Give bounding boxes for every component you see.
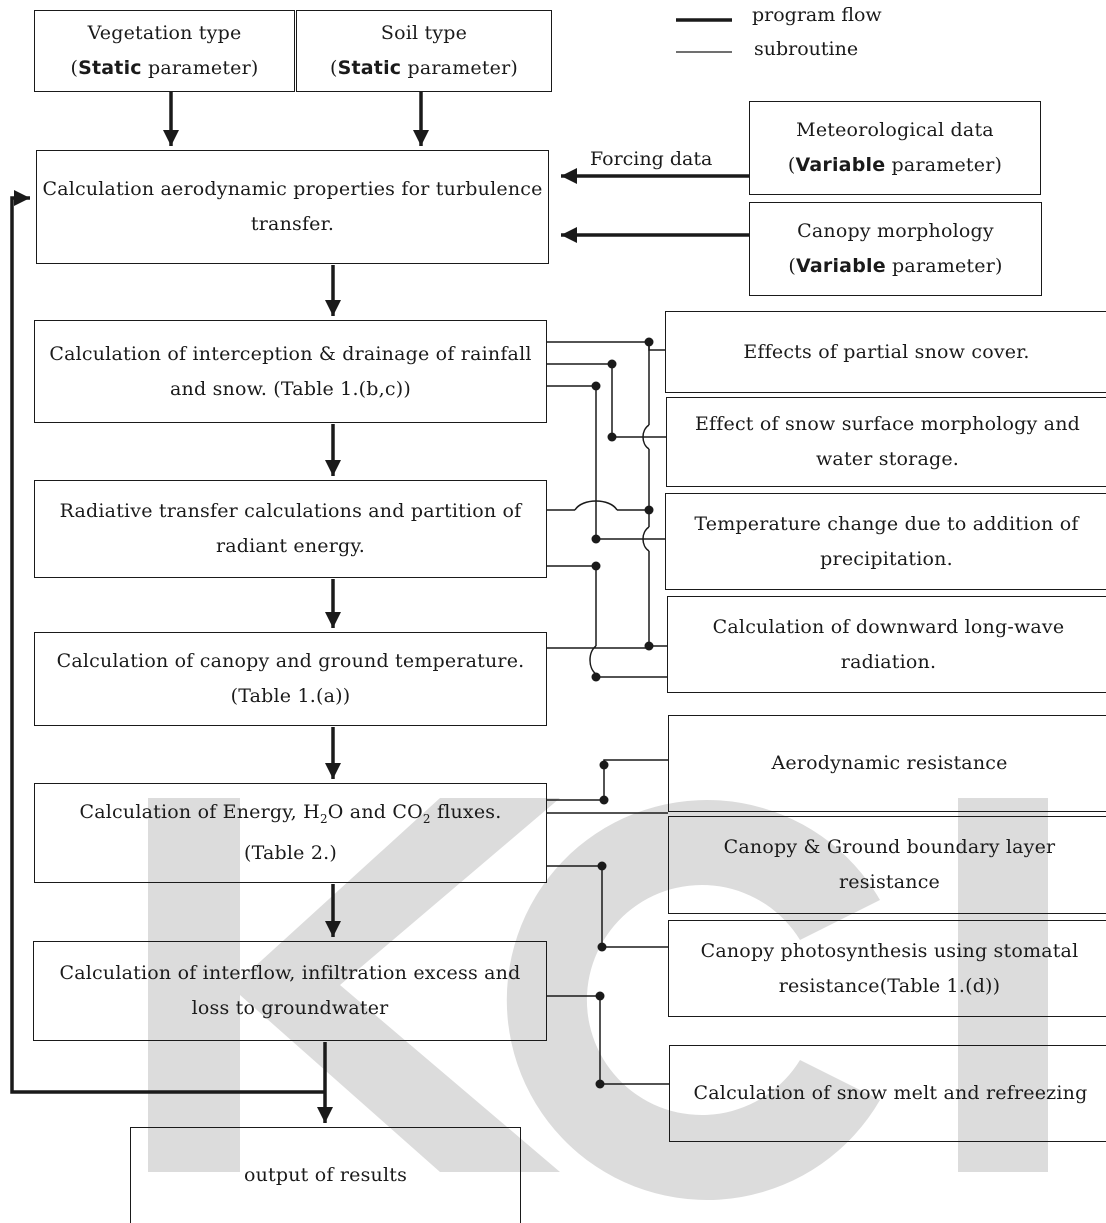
radiative-line1: Radiative transfer calculations and part… (59, 500, 522, 522)
soil-param: (Static parameter) (329, 57, 519, 79)
canopy-ground-temperature-step: Calculation of canopy and ground tempera… (34, 632, 547, 726)
boundary-line1: Canopy & Ground boundary layer (723, 836, 1056, 858)
aero-line2: transfer. (250, 213, 335, 235)
canopy-morphology-param: (Variable parameter) (788, 255, 1003, 277)
output-results-box: output of results (130, 1127, 521, 1223)
intercept-line1: Calculation of interception & drainage o… (49, 342, 532, 365)
aero-res-line1: Aerodynamic resistance (771, 752, 1008, 774)
legend-subroutine-label: subroutine (754, 38, 859, 60)
aerodynamic-resistance-subroutine: Aerodynamic resistance (668, 715, 1106, 812)
snow-morph-line1: Effect of snow surface morphology and (694, 413, 1081, 435)
canopy-morphology-box: Canopy morphology (Variable parameter) (749, 202, 1042, 296)
photosyn-line2: resistance(Table 1.(d)) (778, 974, 1001, 997)
output-line1: output of results (243, 1164, 408, 1186)
meteorological-data-box: Meteorological data (Variable parameter) (749, 101, 1041, 195)
photosynthesis-subroutine: Canopy photosynthesis using stomatal res… (668, 920, 1106, 1017)
temp-change-line1: Temperature change due to addition of (694, 512, 1079, 535)
energy-fluxes-step: Calculation of Energy, H2O and CO2 fluxe… (34, 783, 547, 883)
interflow-line1: Calculation of interflow, infiltration e… (59, 962, 521, 984)
temperature-line1: Calculation of canopy and ground tempera… (56, 650, 525, 672)
partial-snow-cover-subroutine: Effects of partial snow cover. (665, 311, 1106, 393)
meteorological-variable-label: Variable (795, 154, 886, 176)
interception-drainage-step: Calculation of interception & drainage o… (34, 320, 547, 423)
snow-cover-line1: Effects of partial snow cover. (743, 340, 1030, 363)
snowmelt-line1: Calculation of snow melt and refreezing (693, 1082, 1088, 1104)
soil-type-box: Soil type (Static parameter) (296, 10, 552, 92)
snow-surface-morphology-subroutine: Effect of snow surface morphology and wa… (666, 397, 1106, 487)
fluxes-line1: Calculation of Energy, H2O and CO2 fluxe… (79, 800, 502, 826)
snow-morph-line2: water storage. (815, 448, 960, 470)
longwave-line1: Calculation of downward long-wave (712, 615, 1065, 638)
longwave-line2: radiation. (840, 650, 937, 673)
boundary-line2: resistance (839, 871, 940, 893)
vegetation-title: Vegetation type (87, 22, 242, 44)
canopy-morphology-title: Canopy morphology (797, 220, 994, 242)
interflow-line2: loss to groundwater (191, 997, 389, 1019)
vegetation-param: (Static parameter) (70, 57, 259, 79)
interflow-step: Calculation of interflow, infiltration e… (33, 941, 547, 1041)
vegetation-type-box: Vegetation type (Static parameter) (34, 10, 295, 92)
meteorological-param: (Variable parameter) (787, 154, 1003, 176)
canopy-morphology-variable-label: Variable (796, 255, 886, 277)
longwave-radiation-subroutine: Calculation of downward long-wave radiat… (667, 596, 1106, 693)
soil-static-label: Static (337, 57, 402, 79)
meteorological-title: Meteorological data (796, 119, 994, 141)
aero-line1: Calculation aerodynamic properties for t… (42, 178, 543, 200)
vegetation-static-label: Static (78, 57, 142, 79)
aerodynamic-properties-step: Calculation aerodynamic properties for t… (36, 150, 549, 264)
snow-melt-subroutine: Calculation of snow melt and refreezing (669, 1045, 1106, 1142)
photosyn-line1: Canopy photosynthesis using stomatal (700, 939, 1079, 962)
legend-program-flow-label: program flow (752, 4, 882, 26)
forcing-data-label: Forcing data (590, 148, 713, 170)
temperature-line2: (Table 1.(a)) (230, 685, 351, 707)
intercept-line2: and snow. (Table 1.(b,c)) (170, 377, 411, 400)
radiative-line2: radiant energy. (215, 535, 366, 557)
soil-title: Soil type (380, 22, 468, 44)
temp-change-line2: precipitation. (820, 547, 953, 570)
fluxes-line2: (Table 2.) (243, 842, 337, 865)
boundary-layer-subroutine: Canopy & Ground boundary layer resistanc… (668, 816, 1106, 914)
temperature-change-subroutine: Temperature change due to addition of pr… (665, 493, 1106, 590)
radiative-transfer-step: Radiative transfer calculations and part… (34, 480, 547, 578)
